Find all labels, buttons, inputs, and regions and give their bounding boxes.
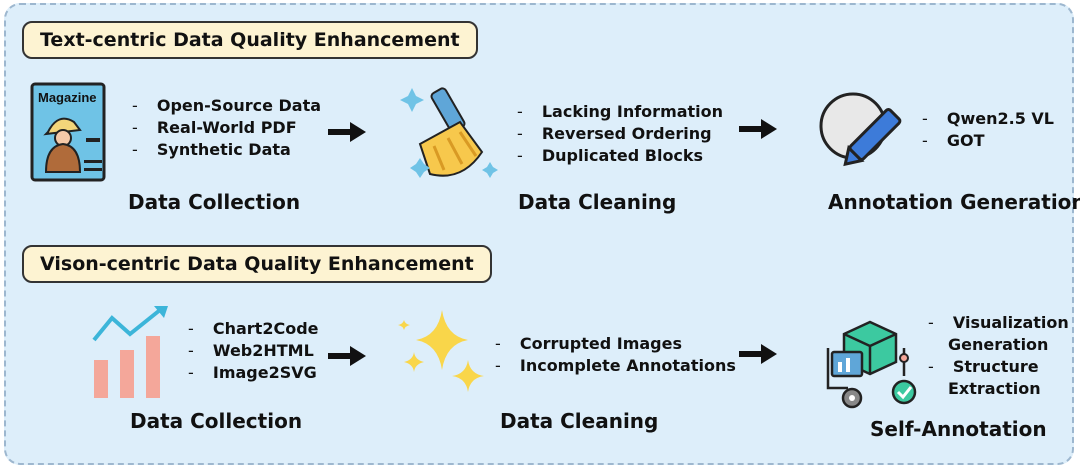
arrow-right-icon — [328, 122, 366, 142]
vision-cleaning-list: Corrupted Images Incomplete Annotations — [495, 333, 736, 377]
text-cleaning-list: Lacking Information Reversed Ordering Du… — [517, 101, 723, 167]
cube-workflow-icon — [826, 320, 917, 409]
pen-annotation-icon — [819, 92, 902, 167]
list-item: Lacking Information — [517, 101, 723, 123]
vision-collection-label: Data Collection — [130, 409, 303, 433]
text-cleaning-label: Data Cleaning — [518, 190, 677, 214]
list-item: Reversed Ordering — [517, 123, 723, 145]
list-item: Image2SVG — [188, 362, 319, 384]
list-item: Duplicated Blocks — [517, 145, 723, 167]
magazine-icon-text: Magazine — [38, 90, 97, 105]
text-collection-label: Data Collection — [128, 190, 301, 214]
list-item: Extraction — [948, 379, 1041, 398]
vision-annotation-list: Visualization Generation Structure Extra… — [928, 312, 1069, 400]
list-item: Synthetic Data — [132, 139, 321, 161]
text-annotation-label: Annotation Generation — [828, 190, 1080, 214]
list-item: Generation — [948, 335, 1049, 354]
arrow-right-icon — [739, 344, 777, 364]
list-item: Chart2Code — [188, 318, 319, 340]
list-item: Real-World PDF — [132, 117, 321, 139]
list-item: Web2HTML — [188, 340, 319, 362]
list-item: GOT — [922, 130, 1054, 152]
arrow-right-icon — [739, 119, 777, 139]
list-item: Corrupted Images — [495, 333, 736, 355]
arrow-right-icon — [328, 346, 366, 366]
list-item: Visualization — [928, 312, 1069, 334]
vision-centric-title: Vison-centric Data Quality Enhancement — [22, 245, 492, 283]
list-item: Qwen2.5 VL — [922, 108, 1054, 130]
list-item: Incomplete Annotations — [495, 355, 736, 377]
text-centric-title: Text-centric Data Quality Enhancement — [22, 21, 478, 59]
sparkles-icon — [398, 310, 484, 392]
list-item: Structure — [928, 356, 1069, 378]
text-annotation-list: Qwen2.5 VL GOT — [922, 108, 1054, 152]
list-item: Open-Source Data — [132, 95, 321, 117]
vision-collection-list: Chart2Code Web2HTML Image2SVG — [188, 318, 319, 384]
broom-icon — [400, 87, 498, 178]
vision-cleaning-label: Data Cleaning — [500, 409, 659, 433]
magazine-icon: Magazine — [30, 82, 106, 182]
text-collection-list: Open-Source Data Real-World PDF Syntheti… — [132, 95, 321, 161]
vision-annotation-label: Self-Annotation — [870, 417, 1047, 441]
bar-chart-icon — [92, 306, 168, 398]
